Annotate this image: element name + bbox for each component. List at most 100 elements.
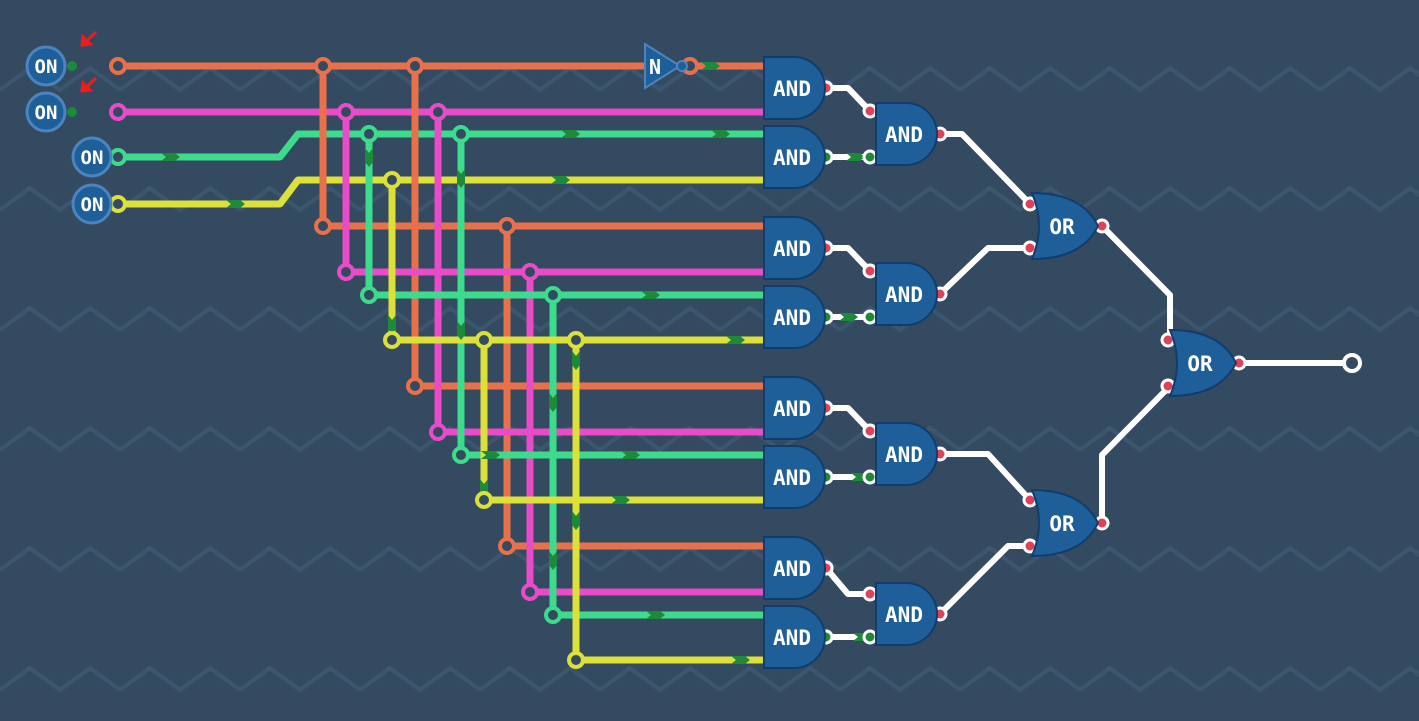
and-gate-layer1-5[interactable] — [763, 376, 826, 440]
output-terminal-icon[interactable] — [1342, 353, 1362, 373]
or-gate-icon[interactable]: OR — [1168, 328, 1238, 398]
and-gate-icon[interactable]: AND — [763, 285, 826, 349]
wire-white-to-or2-a[interactable] — [937, 451, 1033, 503]
gate-pin[interactable] — [862, 586, 878, 602]
wire-junction[interactable] — [475, 331, 493, 349]
or-gate-layer3-1[interactable] — [1030, 191, 1100, 261]
toggle-switch-icon[interactable]: ON — [71, 136, 113, 178]
input-toggle-4[interactable] — [71, 183, 113, 225]
or-gate-layer3-1-label: OR — [1049, 215, 1075, 239]
and-gate-layer1-3-label: AND — [773, 237, 811, 261]
and-gate-icon[interactable]: AND — [763, 445, 826, 509]
and-gate-layer2-2[interactable] — [875, 262, 938, 326]
wire-junction[interactable] — [109, 103, 127, 121]
and-gate-icon[interactable]: AND — [763, 376, 826, 440]
gate-pin[interactable] — [862, 423, 878, 439]
input-toggle-1[interactable] — [25, 45, 67, 87]
wire-junction[interactable] — [498, 217, 516, 235]
and-gate-layer2-3[interactable] — [875, 422, 938, 486]
and-gate-layer2-3-label: AND — [885, 443, 923, 467]
wire-junction[interactable] — [360, 125, 378, 143]
and-gate-icon[interactable]: AND — [763, 605, 826, 669]
toggle-switch-icon[interactable]: ON — [25, 45, 67, 87]
signal-flow-arrow-icon — [839, 313, 858, 321]
toggle-output-pin[interactable] — [67, 107, 77, 117]
wire-junction[interactable] — [314, 57, 332, 75]
wire-junction[interactable] — [406, 377, 424, 395]
wire-junction[interactable] — [521, 263, 539, 281]
red-pointer-arrow-icon — [80, 76, 98, 93]
or-gate-final[interactable] — [1168, 328, 1238, 398]
input-toggle-2[interactable] — [25, 91, 67, 133]
and-gate-layer2-1-label: AND — [885, 123, 923, 147]
wire-junction[interactable] — [406, 57, 424, 75]
signal-flow-arrow-icon — [457, 169, 465, 188]
wire-junction[interactable] — [521, 583, 539, 601]
wire-junction[interactable] — [544, 606, 562, 624]
and-gate-icon[interactable]: AND — [875, 262, 938, 326]
signal-flow-arrow-icon — [646, 611, 665, 619]
not-gate-icon[interactable]: N — [644, 42, 688, 90]
and-gate-layer1-1[interactable] — [763, 56, 826, 120]
and-gate-icon[interactable]: AND — [875, 422, 938, 486]
wire-junction[interactable] — [475, 491, 493, 509]
wire-white-to-or1-b[interactable] — [937, 245, 1033, 297]
toggle-switch-icon[interactable]: ON — [25, 91, 67, 133]
not-gate-bubble — [676, 60, 688, 72]
wire-junction[interactable] — [567, 651, 585, 669]
or-gate-icon[interactable]: OR — [1030, 488, 1100, 558]
wire-junction[interactable] — [452, 446, 470, 464]
gate-pin[interactable] — [862, 149, 878, 165]
and-gate-icon[interactable]: AND — [763, 56, 826, 120]
signal-flow-arrow-icon — [549, 551, 557, 570]
gate-pin[interactable] — [862, 263, 878, 279]
toggle-switch-icon[interactable]: ON — [71, 183, 113, 225]
or-gate-icon[interactable]: OR — [1030, 191, 1100, 261]
wire-junction[interactable] — [337, 103, 355, 121]
wire-junction[interactable] — [498, 537, 516, 555]
wire-junction[interactable] — [109, 195, 127, 213]
signal-flow-arrow-icon — [561, 130, 580, 138]
wire-green-main[interactable] — [114, 130, 766, 161]
signal-flow-arrow-icon — [701, 62, 720, 70]
wire-junction[interactable] — [429, 423, 447, 441]
not-gate-body[interactable] — [644, 42, 682, 90]
and-gate-layer1-2[interactable] — [763, 125, 826, 189]
wire-junction[interactable] — [452, 125, 470, 143]
signal-flow-arrow-icon — [621, 451, 640, 459]
gate-pin[interactable] — [862, 103, 878, 119]
wire-junction[interactable] — [429, 103, 447, 121]
and-gate-layer1-4[interactable] — [763, 285, 826, 349]
input-toggle-3[interactable] — [71, 136, 113, 178]
wire-white-to-final-b[interactable] — [1099, 383, 1173, 526]
gate-pin[interactable] — [862, 629, 878, 645]
and-gate-layer1-6[interactable] — [763, 445, 826, 509]
wire-junction[interactable] — [383, 331, 401, 349]
toggle-output-pin[interactable] — [67, 61, 77, 71]
or-gate-layer3-2[interactable] — [1030, 488, 1100, 558]
wire-junction[interactable] — [544, 286, 562, 304]
wire-junction[interactable] — [360, 286, 378, 304]
wire-yellow-main[interactable] — [114, 176, 766, 208]
and-gate-icon[interactable]: AND — [763, 536, 826, 600]
and-gate-layer2-4[interactable] — [875, 582, 938, 646]
red-pointer-arrow-icon — [80, 30, 98, 47]
wire-junction[interactable] — [314, 217, 332, 235]
and-gate-layer2-1[interactable] — [875, 102, 938, 166]
gate-pin[interactable] — [862, 309, 878, 325]
and-gate-icon[interactable]: AND — [763, 125, 826, 189]
wire-junction[interactable] — [109, 57, 127, 75]
and-gate-layer1-7[interactable] — [763, 536, 826, 600]
and-gate-icon[interactable]: AND — [875, 582, 938, 646]
wire-junction[interactable] — [383, 171, 401, 189]
and-gate-layer1-8[interactable] — [763, 605, 826, 669]
and-gate-layer1-3[interactable] — [763, 216, 826, 280]
gate-pin[interactable] — [862, 469, 878, 485]
wire-white-to-final-a[interactable] — [1099, 223, 1173, 343]
and-gate-icon[interactable]: AND — [875, 102, 938, 166]
wire-junction[interactable] — [337, 263, 355, 281]
wire-junction[interactable] — [567, 331, 585, 349]
wire-junction[interactable] — [109, 148, 127, 166]
and-gate-icon[interactable]: AND — [763, 216, 826, 280]
